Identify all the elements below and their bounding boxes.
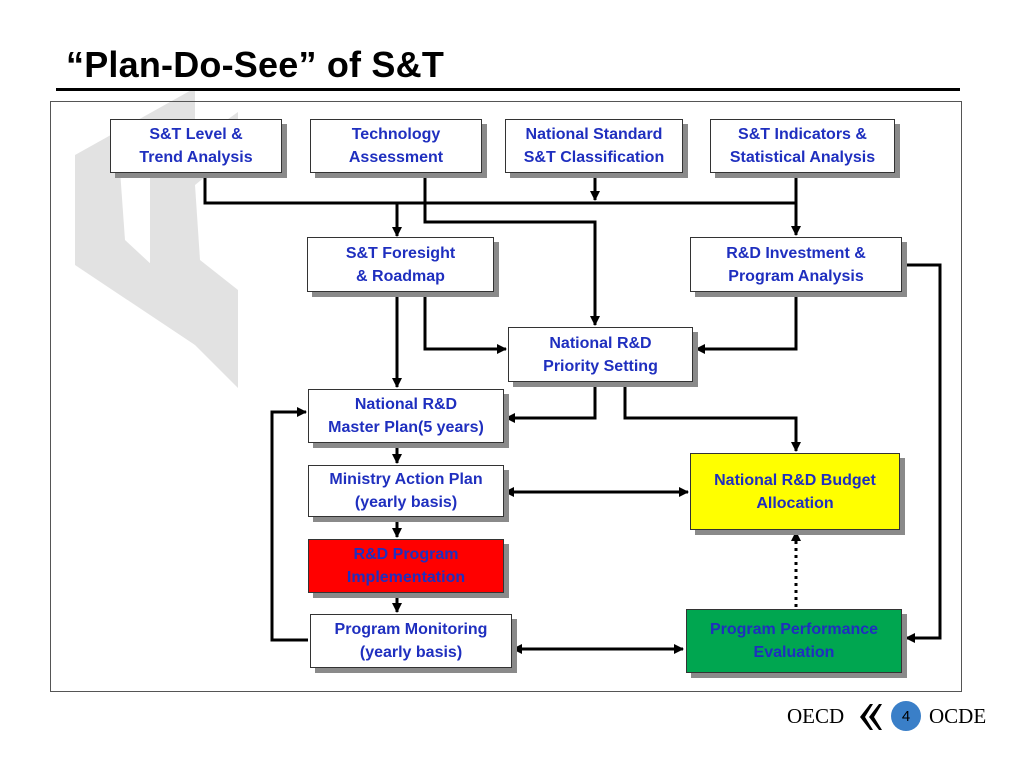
connector-priority-budget [623,382,801,452]
connector-foresight-priority [423,292,507,354]
box-st-indicators-statistical-analysis: S&T Indicators & Statistical Analysis [710,119,895,173]
box-line: S&T Foresight [345,244,456,262]
box-line: Statistical Analysis [729,149,876,166]
connector-st-level-bus [203,173,796,205]
box-line: Implementation [346,569,466,586]
box-line: S&T Classification [523,149,665,166]
box-rd-program-implementation: R&D Program Implementation [308,539,504,593]
box-program-performance-evaluation: Program Performance Evaluation [686,609,902,673]
box-line: Evaluation [753,644,835,661]
connector-investment-priority [695,292,798,354]
connector-priority-master [505,382,597,423]
oecd-watermark-icon [75,88,238,388]
box-line: R&D Investment & [726,244,866,262]
box-program-monitoring: Program Monitoring (yearly basis) [310,614,512,668]
box-line: Technology [351,126,441,143]
footer-oecd-label: OECD [787,704,845,728]
box-national-rd-master-plan: National R&D Master Plan(5 years) [308,389,504,443]
box-line: Program Monitoring [334,621,488,638]
box-line: R&D Program [353,546,459,563]
box-line: S&T Indicators & [738,126,867,143]
box-line: & Roadmap [356,267,445,285]
box-line: Program Performance [709,621,879,638]
box-ministry-action-plan: Ministry Action Plan (yearly basis) [308,465,504,517]
box-line: Assessment [348,149,444,166]
box-line: Program Analysis [728,267,864,285]
box-line: S&T Level & [149,126,243,143]
box-line: Priority Setting [543,357,658,375]
connector-investment-evaluation [903,263,942,643]
box-st-level-trend-analysis: S&T Level & Trend Analysis [110,119,282,173]
page-number-badge: 4 [891,701,921,731]
box-line: National R&D Budget [714,471,876,489]
oecd-logo-icon [860,704,882,730]
box-line: (yearly basis) [354,494,458,511]
box-st-foresight-roadmap: S&T Foresight & Roadmap [307,237,494,292]
box-national-rd-priority-setting: National R&D Priority Setting [508,327,693,382]
title-divider [56,88,960,91]
connector-monitoring-master-loop [270,407,308,642]
connector-tech-priority [423,173,600,326]
box-line: National R&D [549,334,652,352]
box-technology-assessment: Technology Assessment [310,119,482,173]
box-line: Master Plan(5 years) [328,419,484,436]
box-national-standard-classification: National Standard S&T Classification [505,119,683,173]
box-line: Trend Analysis [139,149,253,166]
box-national-rd-budget-allocation: National R&D Budget Allocation [690,453,900,530]
box-line: Ministry Action Plan [329,471,483,488]
box-line: National R&D [354,396,458,413]
box-line: (yearly basis) [359,644,463,661]
box-line: Allocation [756,494,834,512]
box-line: National Standard [525,126,663,143]
page-title: “Plan-Do-See” of S&T [66,44,445,85]
footer-ocde-label: OCDE [929,704,987,728]
box-rd-investment-program-analysis: R&D Investment & Program Analysis [690,237,902,292]
diagram-frame [50,101,962,692]
